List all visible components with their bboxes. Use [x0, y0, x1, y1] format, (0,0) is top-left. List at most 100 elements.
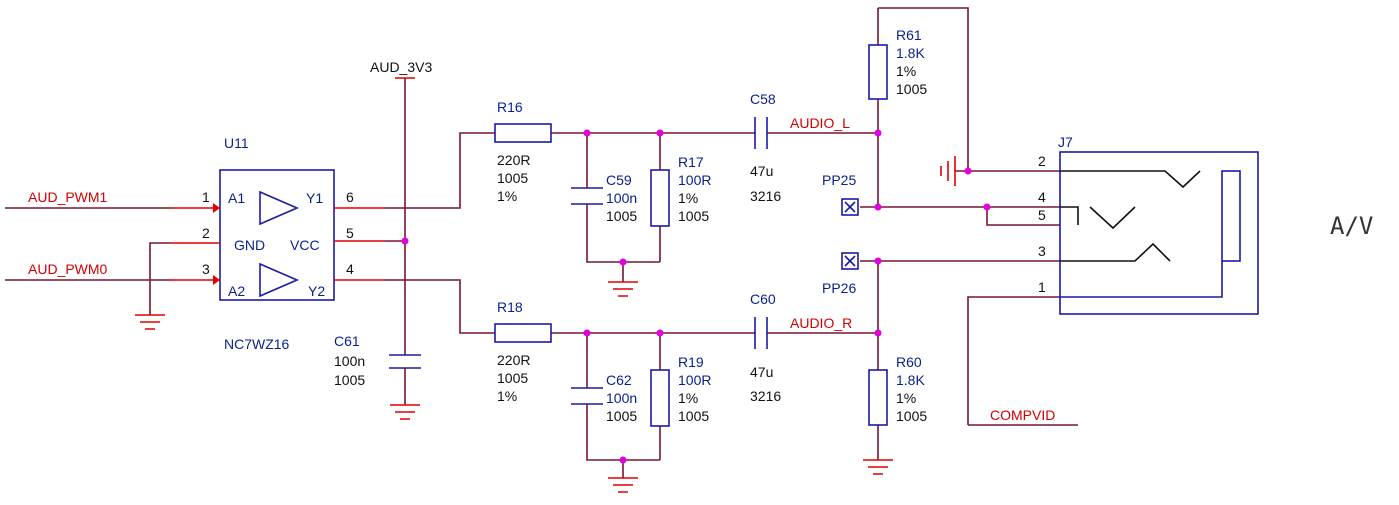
j7-contact-1 — [1060, 261, 1223, 298]
c60-value: 47u — [750, 364, 773, 380]
net-label-aud-pwm1: AUD_PWM1 — [28, 189, 108, 205]
r16-value: 220R — [497, 152, 530, 168]
c62-ref: C62 — [606, 372, 632, 388]
c62-size: 1005 — [606, 408, 637, 424]
net-label-aud-3v3: AUD_3V3 — [370, 59, 432, 75]
u11-pin-number-6: 6 — [346, 189, 354, 205]
r61-value: 1.8K — [896, 45, 925, 61]
r61-size: 1005 — [896, 81, 927, 97]
r60-body — [868, 369, 888, 426]
u11-pin-y2: Y2 — [308, 283, 325, 299]
wire-j7-pin1 — [967, 296, 1060, 425]
u11-pin3-arrow — [213, 275, 220, 285]
c62-value: 100n — [606, 390, 637, 406]
ground-symbol-j7 — [940, 156, 956, 186]
wire-j7-pin5 — [986, 207, 1060, 226]
wire-c62-bottom — [586, 404, 660, 461]
net-label-compvid: COMPVID — [990, 407, 1055, 423]
pp25-ref: PP25 — [822, 172, 856, 188]
pp25-testpoint — [841, 198, 859, 216]
c62-capacitor — [571, 387, 603, 405]
r18-tol: 1% — [497, 388, 517, 404]
j7-pin-number-5: 5 — [1038, 207, 1046, 223]
j7-contact-2 — [1060, 170, 1201, 189]
u11-buffer — [170, 169, 385, 301]
c59-ref: C59 — [606, 172, 632, 188]
j7-sleeve — [1221, 170, 1241, 262]
pp26-testpoint — [841, 252, 859, 270]
u11-ref: U11 — [224, 135, 249, 151]
j7-pin-number-3: 3 — [1038, 243, 1046, 259]
junction-gnd-l — [619, 258, 627, 266]
junction-r19 — [656, 329, 664, 337]
j7-ref: J7 — [1058, 134, 1073, 150]
j7-connector — [1059, 151, 1259, 315]
r16-body — [494, 123, 552, 143]
r17-body — [650, 169, 670, 227]
j7-pin-number-1: 1 — [1038, 279, 1046, 295]
u11-pin-gnd: GND — [234, 237, 265, 253]
u11-pin-vcc: VCC — [290, 237, 320, 253]
av-section-label: A/V — [1330, 212, 1373, 240]
buffer-1-triangle — [259, 190, 300, 226]
r61-ref: R61 — [896, 27, 922, 43]
j7-contact-3 — [1060, 242, 1171, 262]
r61-tol: 1% — [896, 63, 916, 79]
r16-ref: R16 — [497, 99, 523, 115]
junction-audio-l — [874, 129, 882, 137]
u11-part: NC7WZ16 — [224, 336, 290, 352]
c59-size: 1005 — [606, 208, 637, 224]
r60-ref: R60 — [896, 354, 922, 370]
buffer-2-triangle — [259, 262, 300, 298]
c58-capacitor — [754, 117, 768, 149]
r61-body — [868, 44, 888, 100]
junction-vcc — [401, 237, 409, 245]
c58-value: 47u — [750, 163, 773, 179]
junction-gnd-r — [619, 456, 627, 464]
c59-capacitor — [571, 187, 603, 205]
r16-size: 1005 — [497, 170, 528, 186]
u11-pin-a1: A1 — [228, 190, 245, 206]
u11-pin-number-5: 5 — [346, 225, 354, 241]
u11-pin-number-3: 3 — [202, 261, 210, 277]
r19-value: 100R — [678, 372, 711, 388]
r19-size: 1005 — [678, 408, 709, 424]
net-label-aud-pwm0: AUD_PWM0 — [28, 261, 108, 277]
c59-value: 100n — [606, 190, 637, 206]
ground-symbol-l — [608, 281, 638, 297]
u11-pin-number-1: 1 — [202, 189, 210, 205]
r17-size: 1005 — [678, 208, 709, 224]
net-label-audio-r: AUDIO_R — [790, 315, 852, 331]
wire-y1-r16 — [385, 132, 495, 209]
j7-pin-number-4: 4 — [1038, 189, 1046, 205]
r60-value: 1.8K — [896, 372, 925, 388]
r18-body — [494, 323, 552, 343]
r17-tol: 1% — [678, 190, 698, 206]
u11-pin-number-4: 4 — [346, 261, 354, 277]
ground-symbol-r60 — [863, 459, 893, 475]
junctions — [401, 129, 991, 464]
c58-ref: C58 — [750, 91, 776, 107]
r16-tol: 1% — [497, 188, 517, 204]
c61-capacitor — [389, 354, 421, 369]
junction-c59 — [583, 129, 591, 137]
wires — [5, 7, 1078, 478]
u11-body — [219, 169, 335, 301]
u11-pin-a2: A2 — [228, 283, 245, 299]
junction-pp25 — [874, 203, 882, 211]
r18-size: 1005 — [497, 370, 528, 386]
r19-body — [650, 369, 670, 427]
c61-size: 1005 — [334, 372, 365, 388]
r19-tol: 1% — [678, 390, 698, 406]
r17-ref: R17 — [678, 154, 704, 170]
r18-ref: R18 — [497, 299, 523, 315]
net-label-audio-l: AUDIO_L — [790, 115, 850, 131]
pp26-ref: PP26 — [822, 280, 856, 296]
wire-u11-gnd — [149, 242, 170, 315]
wire-r61-top — [878, 7, 969, 171]
u11-pin-number-2: 2 — [202, 225, 210, 241]
r60-size: 1005 — [896, 408, 927, 424]
c60-ref: C60 — [750, 291, 776, 307]
junction-j7-45 — [983, 203, 991, 211]
